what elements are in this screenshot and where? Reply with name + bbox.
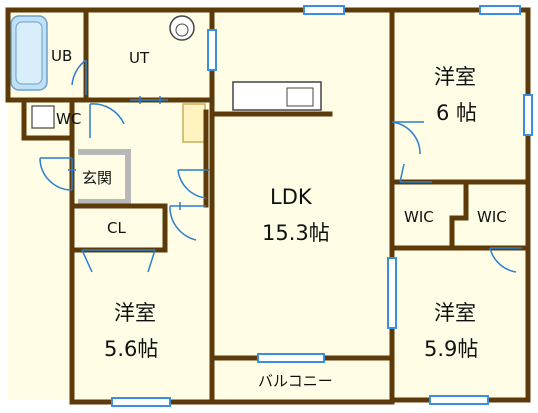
window-bottom-bed-se <box>429 395 489 405</box>
label-bed-ne: 洋室 <box>434 65 476 89</box>
door-bed-ne <box>391 121 424 155</box>
bathtub-icon <box>10 15 48 91</box>
label-cl: CL <box>107 219 126 237</box>
label-bed-se: 洋室 <box>434 301 476 325</box>
windows <box>111 5 533 407</box>
label-genkan: 玄関 <box>82 169 113 187</box>
label-ldk-size: 15.3帖 <box>262 221 330 245</box>
shoe-cabinet-icon <box>182 103 206 143</box>
door-bed-se <box>489 247 522 273</box>
label-bed-se-size: 5.9帖 <box>424 337 479 361</box>
window-bottom-ldk <box>257 353 325 363</box>
door-hall <box>177 169 210 199</box>
door-genkan <box>39 157 73 191</box>
genkan-border <box>78 149 131 205</box>
label-wc: WC <box>56 110 82 128</box>
label-bed-sw-size: 5.6帖 <box>104 337 159 361</box>
toilet-icon <box>169 15 195 41</box>
window-ut-side <box>207 29 217 71</box>
door-cl-1 <box>81 249 118 273</box>
door-cl-2 <box>118 249 156 273</box>
label-ut: UT <box>129 49 150 67</box>
window-right-bed-ne <box>523 94 533 136</box>
wall-ticks <box>68 96 181 210</box>
kitchen-counter-icon <box>232 81 322 111</box>
doors <box>39 59 522 273</box>
door-bed-sw <box>169 205 206 241</box>
window-top-ldk <box>303 5 345 15</box>
label-bed-ne-size: 6 帖 <box>436 101 478 125</box>
label-balcony: バルコニー <box>258 372 333 390</box>
label-wic-1: WIC <box>404 208 434 226</box>
window-bottom-bed-sw <box>111 397 171 407</box>
label-bed-sw: 洋室 <box>114 301 156 325</box>
label-ldk: LDK <box>270 185 312 209</box>
wc-toilet-icon <box>31 105 55 129</box>
door-wic-1 <box>399 163 432 183</box>
window-ldk-right <box>387 257 397 329</box>
label-ub: UB <box>51 47 73 65</box>
door-wc <box>89 103 125 138</box>
label-wic-2: WIC <box>477 208 507 226</box>
door-ub <box>71 59 87 95</box>
window-top-bed-ne <box>479 5 521 15</box>
